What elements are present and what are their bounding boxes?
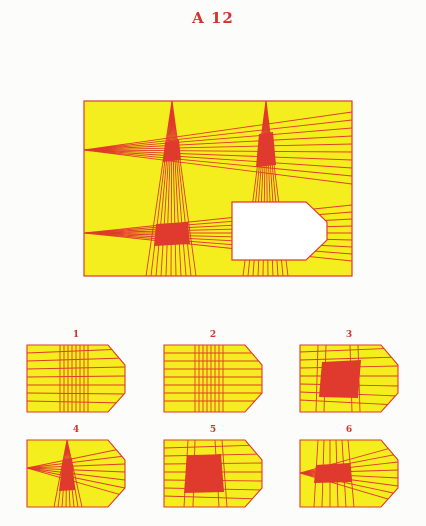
overlap-top-left (163, 140, 181, 162)
puzzle-title: A 12 (192, 9, 234, 27)
main-matrix (83, 100, 353, 277)
option-2-figure (163, 344, 263, 413)
option-6-number[interactable]: 6 (345, 425, 353, 435)
overlap-top-right (256, 132, 276, 167)
option-1-number[interactable]: 1 (72, 330, 80, 340)
option-4-figure (26, 439, 126, 508)
option-6-figure (299, 439, 399, 508)
overlap-bottom-left (154, 222, 190, 246)
option-5-figure (163, 439, 263, 508)
option-1-figure (26, 344, 126, 413)
option-3-number[interactable]: 3 (345, 330, 353, 340)
option-4-number[interactable]: 4 (72, 425, 80, 435)
option-3-figure (299, 344, 399, 413)
missing-piece (231, 201, 328, 261)
option-5-number[interactable]: 5 (209, 425, 217, 435)
option-2-number[interactable]: 2 (209, 330, 217, 340)
